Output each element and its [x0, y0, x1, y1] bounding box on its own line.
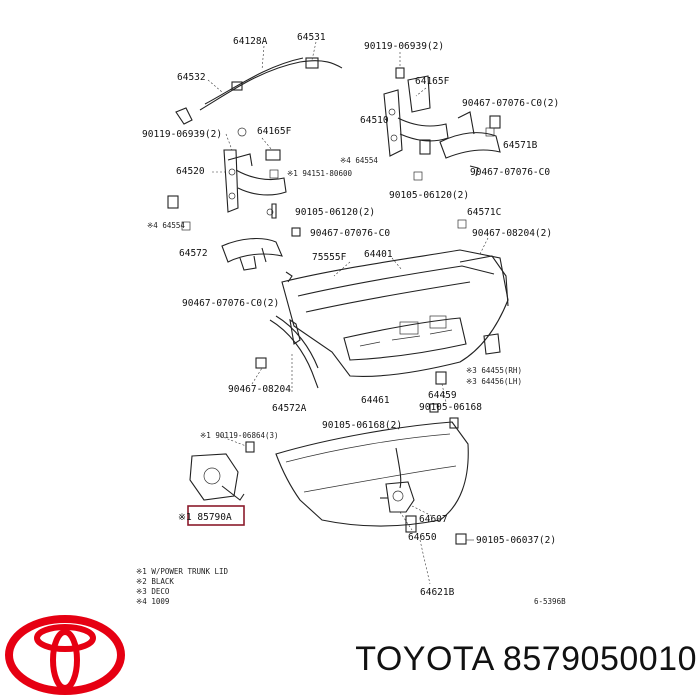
- label-64571c: 64571C: [467, 207, 501, 218]
- label-64532: 64532: [177, 72, 206, 83]
- label-90105-06120-right: 90105-06120(2): [389, 190, 469, 201]
- label-90105-06168: 90105-06168: [419, 402, 482, 413]
- label-90105-06037: 90105-06037(2): [476, 535, 556, 546]
- label-64554-top: ※4 64554: [340, 156, 378, 165]
- label-64461: 64461: [361, 395, 390, 406]
- label-90105-06168-2: 90105-06168(2): [322, 420, 402, 431]
- label-64165f-left: 64165F: [257, 126, 292, 137]
- label-64650: 64650: [408, 532, 437, 543]
- diagram-reference: 6-5396B: [534, 597, 566, 606]
- label-64554-left: ※4 64554: [147, 221, 185, 230]
- trunk-stopper: [419, 533, 474, 585]
- label-64459: 64459: [428, 390, 457, 401]
- trunk-release-cable: [175, 41, 343, 125]
- label-90119-06864: ※1 90119-06864(3): [200, 431, 279, 440]
- label-64572: 64572: [179, 248, 208, 259]
- label-64510: 64510: [360, 115, 389, 126]
- trunk-lid-inner-panel: [281, 237, 509, 377]
- label-64572a: 64572A: [272, 403, 307, 414]
- label-90467-08204-2: 90467-08204(2): [472, 228, 552, 239]
- hinge-left: [167, 133, 287, 219]
- label-64607: 64607: [419, 514, 448, 525]
- label-64520: 64520: [176, 166, 205, 177]
- label-64621b: 64621B: [420, 587, 455, 598]
- label-90119-06939-left: 90119-06939(2): [142, 129, 222, 140]
- torsion-bar-left: [221, 227, 301, 283]
- legend-note-3: ※3 DECO: [136, 587, 170, 596]
- highlight-box-85790a: [187, 505, 245, 526]
- label-90467-07076-c0-2-top: 90467-07076-C0(2): [462, 98, 559, 109]
- label-64455-rh: ※3 64455(RH): [466, 366, 522, 375]
- label-75555f: 75555F: [312, 252, 347, 263]
- label-64456-lh: ※3 64456(LH): [466, 377, 522, 386]
- label-64571b: 64571B: [503, 140, 538, 151]
- toyota-logo: [5, 615, 125, 695]
- torsion-bar-right: [439, 111, 501, 177]
- label-64165f-top: 64165F: [415, 76, 450, 87]
- label-85790a: ※1 85790A: [178, 512, 232, 523]
- brand-part-number: TOYOTA 8579050010: [355, 640, 697, 678]
- trunk-lid-outer: [275, 403, 469, 527]
- label-90105-06120-left: 90105-06120(2): [295, 207, 375, 218]
- label-64401: 64401: [364, 249, 393, 260]
- legend-note-2: ※2 BLACK: [136, 577, 174, 586]
- trunk-trim-64459: [435, 333, 501, 403]
- label-90467-07076-c0-2-left: 90467-07076-C0(2): [182, 298, 279, 309]
- fasteners: [181, 127, 495, 231]
- legend-note-1: ※1 W/POWER TRUNK LID: [136, 567, 229, 576]
- label-94151-80600: ※1 94151-80600: [287, 169, 352, 178]
- legend-note-4: ※4 1009: [136, 597, 169, 606]
- label-90467-07076-c0-mid: 90467-07076-C0: [310, 228, 390, 239]
- trunk-lock-assembly: [380, 447, 433, 533]
- label-90119-06939-top: 90119-06939(2): [364, 41, 444, 52]
- label-90467-07076-c0-right: 90467-07076-C0: [470, 167, 550, 178]
- hinge-right: [383, 52, 449, 157]
- label-90467-08204: 90467-08204: [228, 384, 291, 395]
- trunk-closer-motor: [189, 435, 255, 501]
- label-64128a: 64128A: [233, 36, 268, 47]
- label-64531: 64531: [297, 32, 326, 43]
- torsion-bar-64572a: [251, 315, 319, 394]
